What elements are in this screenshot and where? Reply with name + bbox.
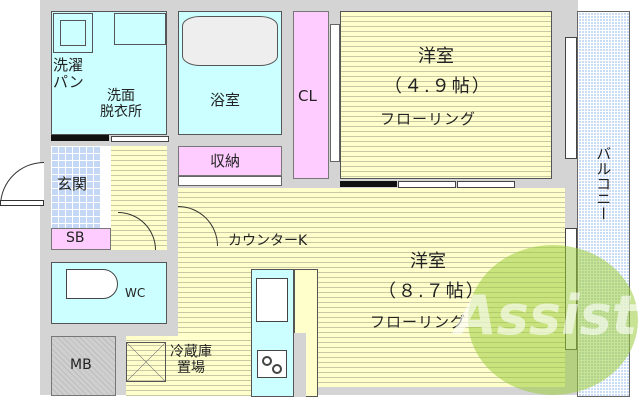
bathroom-label: 浴室: [210, 91, 241, 109]
entrance: [51, 146, 101, 228]
outer-wall-bg-cut: [40, 395, 640, 401]
washroom-label: 洗面脱衣所: [100, 88, 142, 121]
sink-icon: [114, 13, 166, 45]
closet-cl: [293, 11, 329, 179]
sliding-door[interactable]: [111, 136, 169, 142]
meter-box: [51, 336, 116, 396]
western-room-1-floor: フローリング: [380, 110, 477, 128]
watermark-logo: [468, 245, 638, 395]
watermark-text: Assist: [455, 284, 638, 347]
western-room-1-size: （４.９帖）: [384, 76, 492, 97]
entrance-label: 玄関: [57, 175, 88, 193]
fridge-space-icon: [126, 342, 166, 382]
shoe-box-label: SB: [66, 230, 85, 246]
room1-sliding-door-a[interactable]: [398, 181, 456, 188]
closet-door[interactable]: [330, 24, 340, 162]
toilet-label: WC: [125, 286, 146, 300]
kitchen-counter: [251, 269, 294, 397]
western-room-1-name: 洋室: [418, 46, 454, 67]
western-room-2-size: （８.７帖）: [378, 281, 486, 302]
fridge-space-label: 冷蔵庫置場: [170, 344, 212, 377]
storage-door[interactable]: [178, 176, 282, 186]
washroom: [51, 11, 167, 135]
kitchen-label: カウンターK: [228, 233, 308, 249]
balcony-label: バルコニー: [594, 146, 613, 221]
room1-sliding-door-b[interactable]: [457, 181, 515, 188]
shoe-box: [51, 228, 111, 250]
storage: [178, 146, 282, 176]
western-room-2-name: 洋室: [410, 251, 446, 272]
meter-box-label: MB: [70, 357, 92, 373]
bathroom: [178, 11, 282, 135]
laundry-pan-icon: [53, 13, 93, 53]
western-room-2-floor: フローリング: [370, 313, 467, 331]
wall-opening-black: [51, 135, 109, 141]
western-room-1: [340, 11, 552, 179]
bathtub-icon: [182, 16, 278, 66]
laundry-pan-label: 洗濯パン: [53, 56, 84, 92]
kitchen-sink-icon: [256, 278, 288, 322]
stove-icon: [257, 350, 287, 378]
balcony-window-1[interactable]: [565, 37, 577, 159]
closet-label: CL: [298, 87, 317, 105]
toilet-icon: [66, 269, 118, 299]
storage-label: 収納: [210, 152, 241, 170]
toilet-wc: [51, 262, 167, 324]
